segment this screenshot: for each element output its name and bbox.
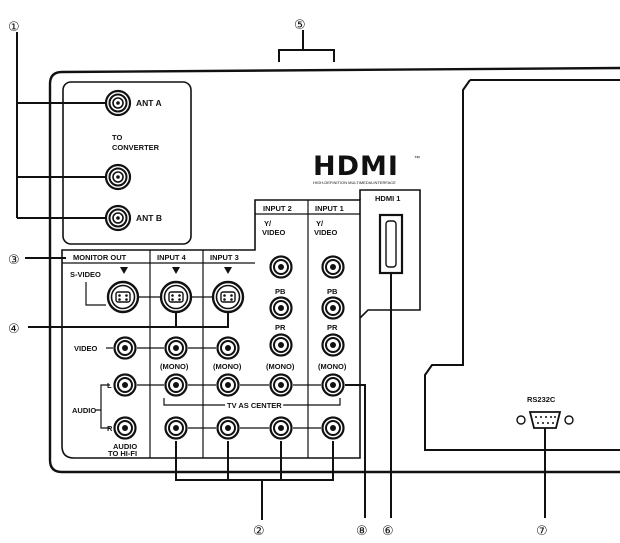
input2-pb-label: PB [275,287,286,296]
tv-as-center-label: TV AS CENTER [227,401,282,410]
ant-a-label: ANT A [136,98,162,108]
input1-pr-label: PR [327,323,338,332]
audio-l-input2-connector [269,373,293,397]
input1-pr-connector [321,333,345,357]
arrow-markers [120,267,232,274]
input3-mono-label: (MONO) [213,362,242,371]
antenna-panel [62,81,192,245]
svideo-input4-connector [159,280,193,314]
column-dividers [62,200,360,458]
callout-leaders [16,30,546,520]
input1-pb-connector [321,296,345,320]
svideo-input3-connector [211,280,245,314]
input2-y-video-connector [269,255,293,279]
callout-1: ① [8,20,20,35]
callout-5: ⑤ [294,18,306,33]
audio-l-input3-connector [216,373,240,397]
input2-mono-label: (MONO) [266,362,295,371]
input3-label: INPUT 3 [210,253,239,262]
ant-a-connector [104,89,132,117]
av-panel-outline [61,199,361,459]
svideo-monitor-out-connector [106,280,140,314]
rs232c-label: RS232C [527,395,556,404]
video-label: VIDEO [74,344,98,353]
callout-4: ④ [8,322,20,337]
hdmi-logo-subtitle: HIGH-DEFINITION MULTIMEDIA INTERFACE [313,180,396,185]
hdmi-port-panel [359,189,421,319]
input1-label: INPUT 1 [315,204,344,213]
input2-video-label: VIDEO [262,228,286,237]
audio-r-input3-connector [216,416,240,440]
video-monitor-out-connector [113,336,137,360]
hdmi-1-label: HDMI 1 [375,194,400,203]
audio-label: AUDIO [72,406,96,415]
callout-2: ② [253,524,265,539]
callout-3: ③ [8,253,20,268]
audio-l-monitor-out-connector [113,373,137,397]
ant-b-connector [104,204,132,232]
audio-r-monitor-out-connector [113,416,137,440]
input4-label: INPUT 4 [157,253,187,262]
ant-b-label: ANT B [136,213,162,223]
rs232c-port [516,411,574,429]
to-converter-label-2: CONVERTER [112,143,160,152]
input4-mono-label: (MONO) [160,362,189,371]
monitor-out-label: MONITOR OUT [73,253,127,262]
input2-pr-connector [269,333,293,357]
audio-l-input4-connector [164,373,188,397]
input2-pb-connector [269,296,293,320]
svideo-label: S-VIDEO [70,270,101,279]
input2-label: INPUT 2 [263,204,292,213]
input2-pr-label: PR [275,323,286,332]
input1-mono-label: (MONO) [318,362,347,371]
callout-6: ⑥ [382,524,394,539]
audio-r-input2-connector [269,416,293,440]
hdmi-logo: HDMI ™ HIGH-DEFINITION MULTIMEDIA INTERF… [313,151,420,185]
video-input4-connector [164,336,188,360]
audio-r-input4-connector [164,416,188,440]
input1-video-label: VIDEO [314,228,338,237]
audio-to-hifi-label-2: TO HI-FI [108,449,137,458]
audio-to-hifi-label-1: AUDIO [113,442,137,451]
rear-panel-outline [48,70,620,474]
input1-pb-label: PB [327,287,338,296]
audio-right-label: R [107,424,113,433]
to-converter-label-1: TO [112,133,122,142]
converter-connector [104,163,132,191]
hdmi-logo-tm: ™ [414,155,420,162]
callout-7: ⑦ [536,524,548,539]
right-inner-panel [424,79,620,451]
hdmi-logo-text: HDMI [313,151,399,182]
video-input3-connector [216,336,240,360]
audio-l-input1-connector [321,373,345,397]
input1-y-label: Y/ [316,219,324,228]
callout-8: ⑧ [356,524,368,539]
input2-y-label: Y/ [264,219,272,228]
input1-y-video-connector [321,255,345,279]
audio-r-input1-connector [321,416,345,440]
